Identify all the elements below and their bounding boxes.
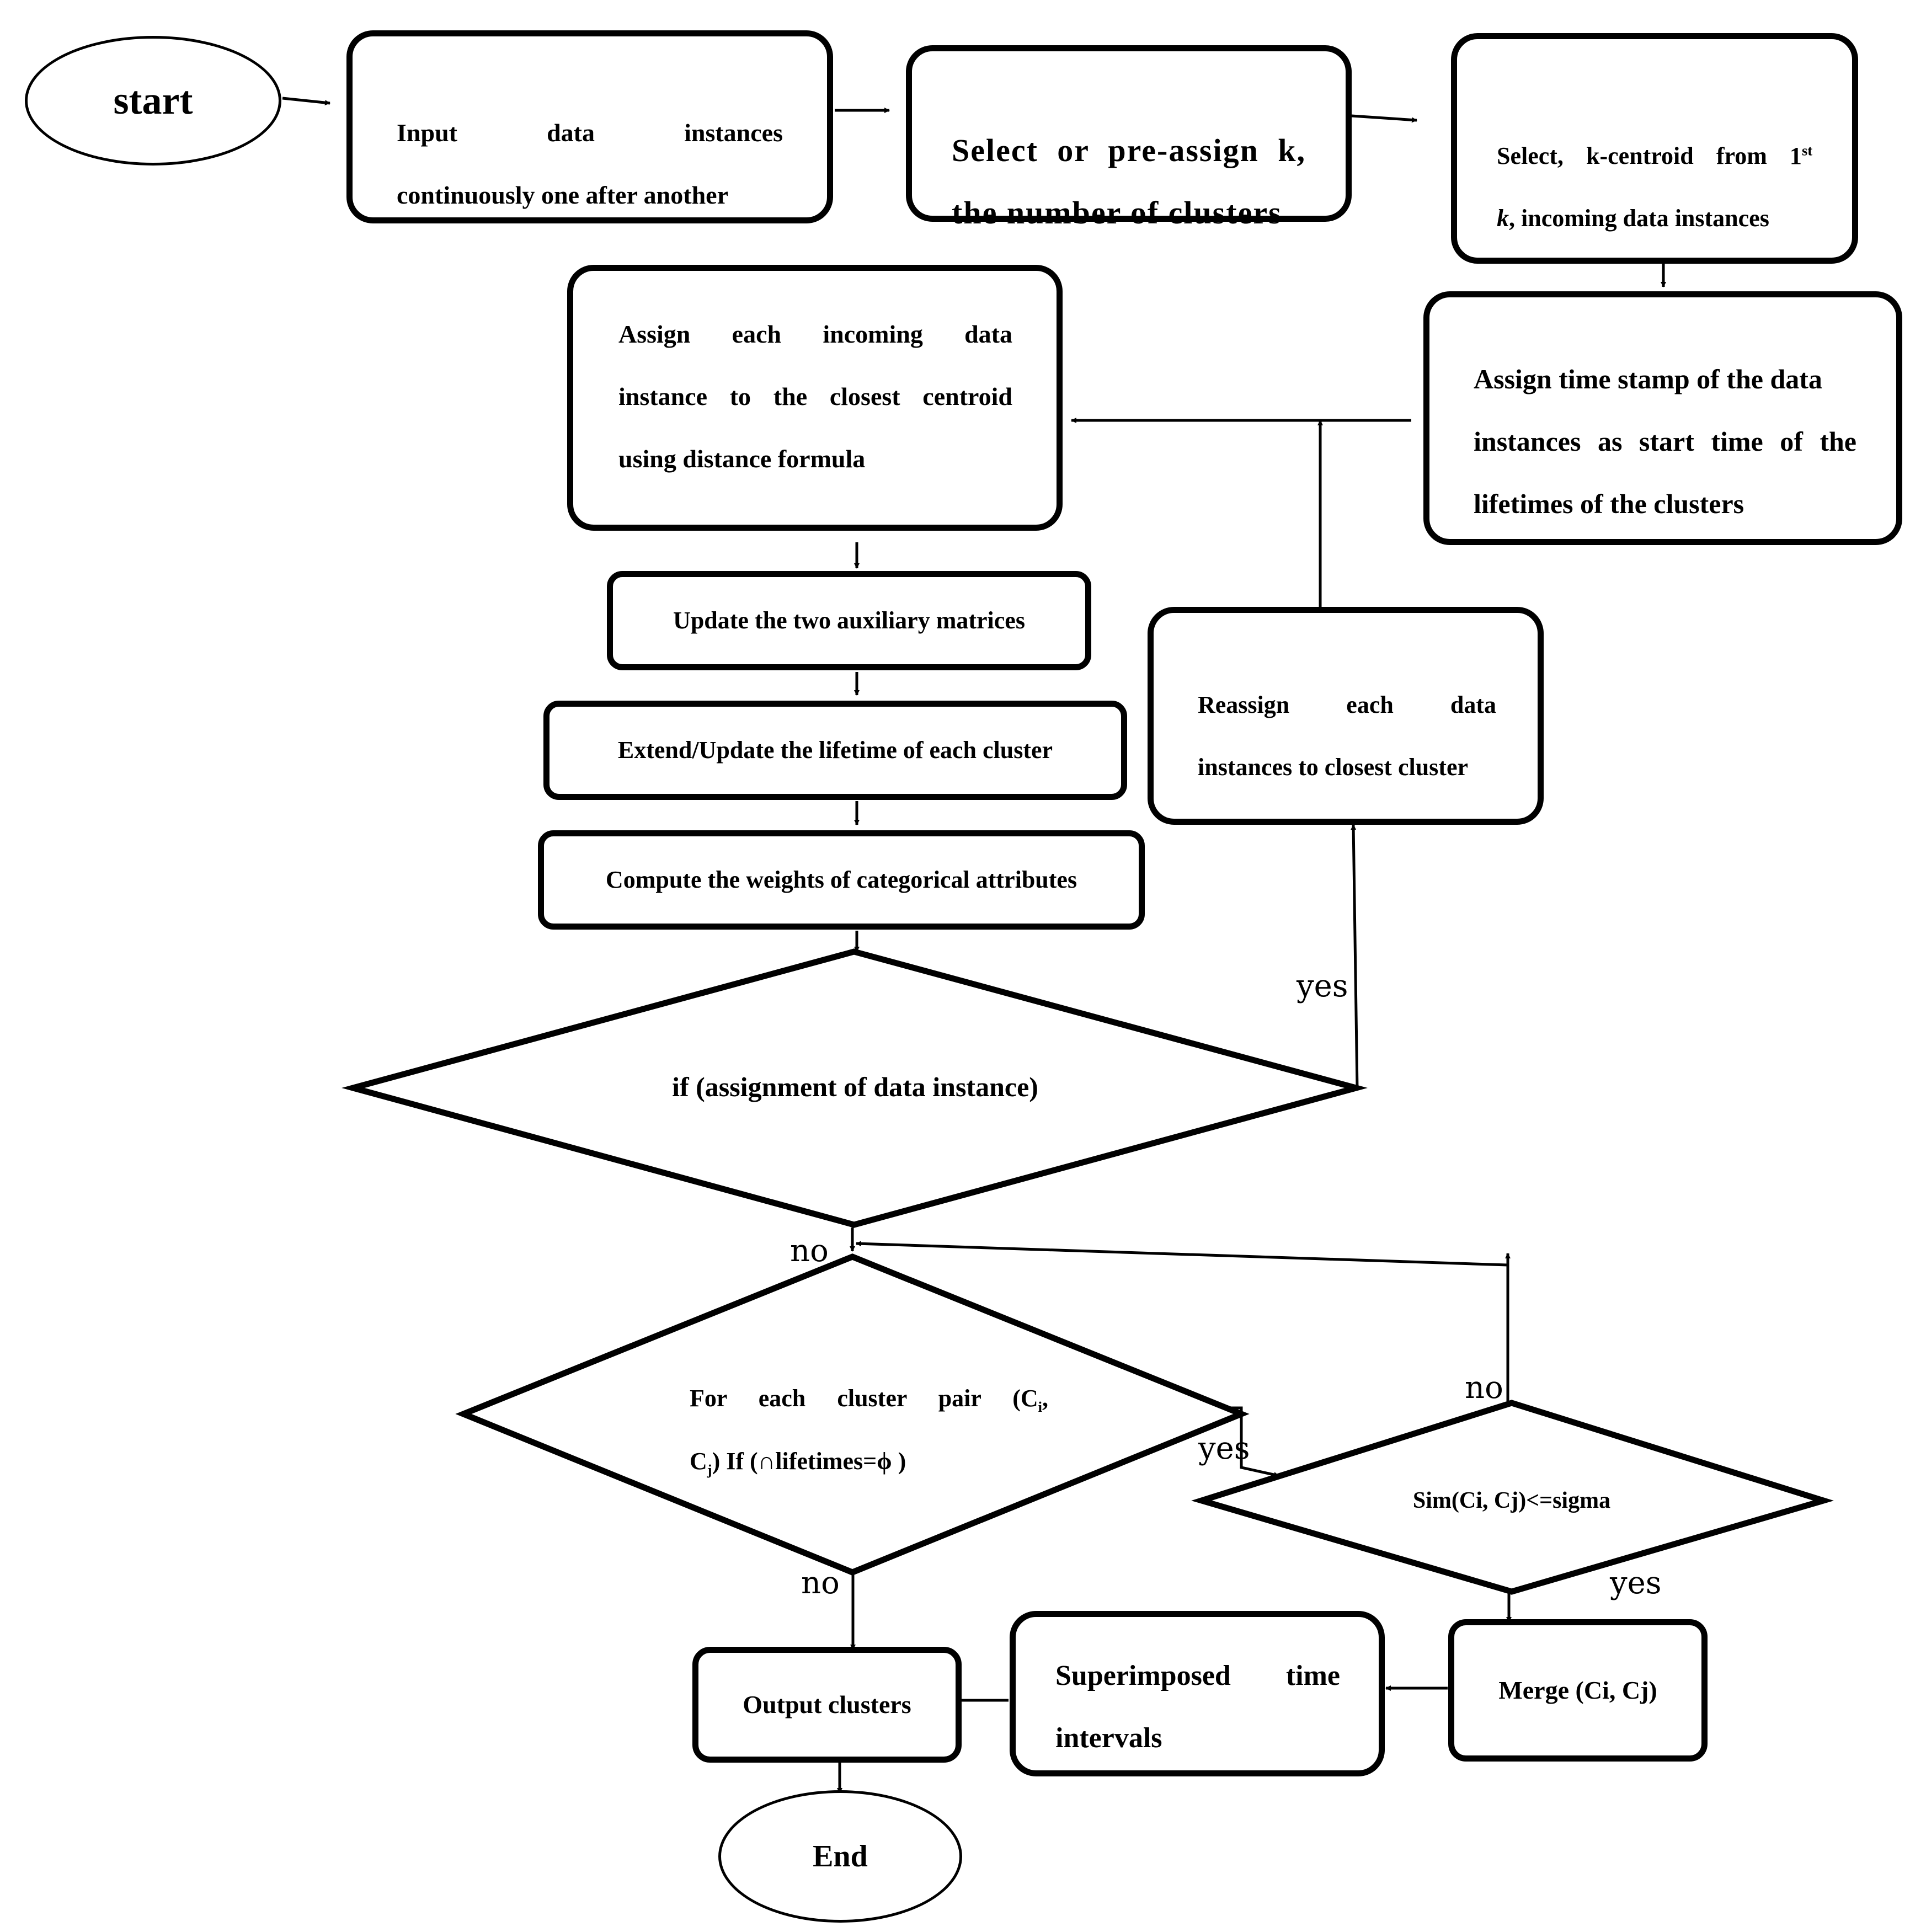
arrow-select-k-to-centroid (1351, 114, 1417, 123)
reassign-line2: instances to closest cluster (1198, 754, 1469, 781)
arrow-sim-no-back (856, 1241, 1508, 1267)
decision-pair-line2: Cj) If (∩lifetimes=ϕ ) (690, 1430, 1048, 1493)
decision-pair-line2-text: ) If (∩lifetimes=ϕ ) (712, 1448, 906, 1475)
superimposed-line1: Superimposed time (1055, 1660, 1340, 1691)
output-clusters-label: Output clusters (743, 1690, 911, 1719)
decision-sim-text: Sim(Ci, Cj)<=sigma (1412, 1488, 1611, 1513)
select-centroid-line2-text: , incoming data instances (1509, 205, 1769, 232)
assign-line3: using distance formula (618, 445, 866, 473)
decision-pair-sub-i: i (1038, 1398, 1042, 1415)
label-no-pair: no (801, 1565, 840, 1601)
end-label: End (813, 1839, 868, 1874)
merge-label: Merge (Ci, Cj) (1498, 1676, 1657, 1705)
extend-lifetime-box: Extend/Update the lifetime of each clust… (543, 701, 1127, 800)
select-centroid-line2: k, incoming data instances (1497, 187, 1812, 249)
compute-weights-label: Compute the weights of categorical attri… (605, 866, 1077, 893)
decision-pair-text: For each cluster pair (Ci, Cj) If (∩life… (690, 1367, 1048, 1493)
select-centroid-k: k (1497, 205, 1509, 232)
assign-centroid-box: Assign each incoming data instance to th… (567, 265, 1063, 531)
select-k-line1: Select or pre-assign k, (952, 132, 1306, 168)
timestamp-line1: Assign time stamp of the data (1474, 364, 1822, 394)
start-label: start (113, 78, 193, 122)
arrow-yes-to-reassign (1351, 824, 1359, 1088)
timestamp-line3: lifetimes of the clusters (1474, 488, 1744, 519)
input-data-line2: continuously one after another (397, 181, 728, 209)
compute-weights-box: Compute the weights of categorical attri… (538, 830, 1145, 930)
start-terminal: start (25, 36, 281, 166)
output-clusters-box: Output clusters (692, 1647, 962, 1763)
update-matrices-label: Update the two auxiliary matrices (673, 606, 1025, 634)
decision-assignment-text: if (assignment of data instance) (672, 1071, 1038, 1102)
decision-pair-sub-j: j (707, 1461, 712, 1478)
input-data-line1: Input data instances (397, 119, 783, 147)
merge-box: Merge (Ci, Cj) (1448, 1619, 1708, 1762)
select-centroid-line1-text: Select, k-centroid from 1 (1497, 142, 1802, 169)
extend-lifetime-label: Extend/Update the lifetime of each clust… (617, 736, 1053, 764)
label-no-sim: no (1465, 1370, 1503, 1406)
input-data-box: Input data instances continuously one af… (346, 30, 833, 223)
select-centroid-box: Select, k-centroid from 1st k, incoming … (1451, 33, 1858, 264)
end-terminal: End (718, 1790, 962, 1923)
label-yes-pair: yes (1198, 1431, 1250, 1466)
select-centroid-superscript: st (1801, 142, 1812, 159)
reassign-line1: Reassign each data (1198, 691, 1496, 718)
assign-line2: instance to the closest centroid (618, 382, 1012, 410)
decision-pair-diamond (455, 1253, 1250, 1576)
update-matrices-box: Update the two auxiliary matrices (607, 571, 1091, 670)
label-yes-sim: yes (1610, 1565, 1662, 1601)
label-no-assignment: no (790, 1233, 829, 1269)
decision-sim-diamond (1191, 1400, 1834, 1595)
arrow-start-to-input (282, 97, 330, 106)
select-k-box: Select or pre-assign k, the number of cl… (906, 45, 1352, 231)
timestamp-box: Assign time stamp of the data instances … (1423, 291, 1902, 545)
decision-pair-line1-end: , (1042, 1385, 1048, 1412)
decision-pair-line1-text: For each cluster pair (C (690, 1385, 1038, 1412)
decision-pair-line2-c: C (690, 1448, 707, 1475)
decision-assignment-diamond (342, 948, 1368, 1228)
timestamp-line2: instances as start time of the (1474, 426, 1856, 457)
assign-line1: Assign each incoming data (618, 320, 1012, 348)
select-centroid-line1: Select, k-centroid from 1st (1497, 125, 1812, 187)
superimposed-line2: intervals (1055, 1722, 1162, 1754)
reassign-box: Reassign each data instances to closest … (1148, 607, 1544, 825)
decision-pair-line1: For each cluster pair (Ci, (690, 1367, 1048, 1430)
select-k-line2: the number of clusters (952, 195, 1282, 231)
superimposed-box: Superimposed time intervals (1010, 1611, 1385, 1776)
label-yes-reassign: yes (1297, 968, 1348, 1004)
